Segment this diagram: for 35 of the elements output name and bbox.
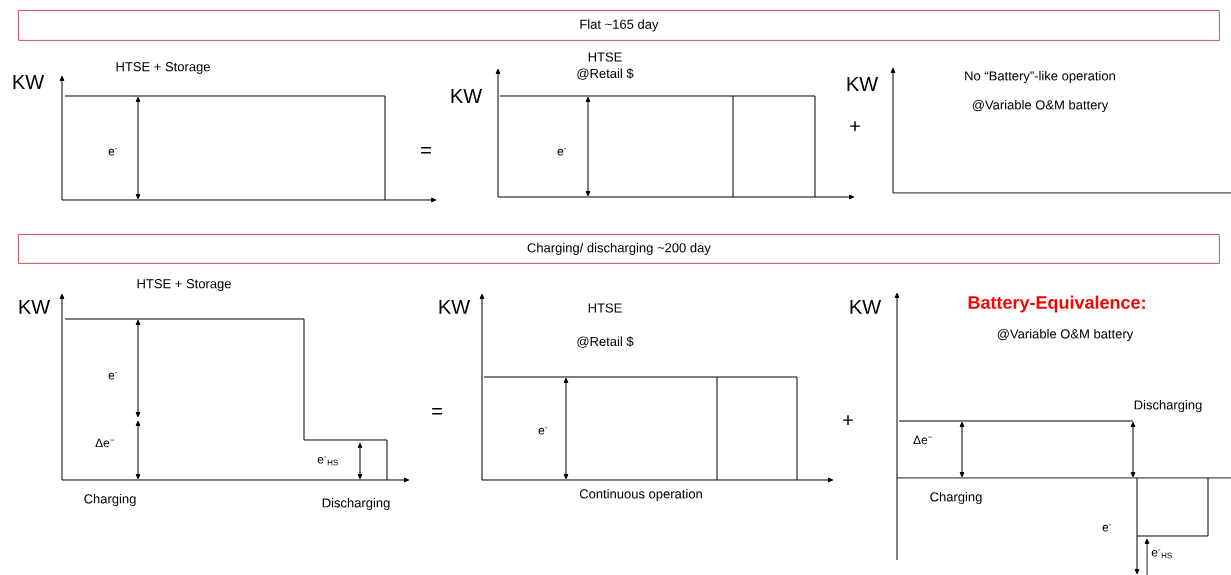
- chart-title: HTSE: [588, 303, 622, 313]
- equals-sign: =: [432, 408, 442, 415]
- value-label: e$^{-}$: [1102, 524, 1112, 532]
- chart-subtitle: @Retail $: [577, 336, 634, 348]
- phase-label: Discharging: [1134, 399, 1202, 413]
- chart-title: HTSE + Storage: [116, 62, 210, 74]
- value-label: e$^{-}$HS: [317, 456, 338, 466]
- axis-label: KW: [850, 300, 882, 314]
- chart-title: No “Battery”-like operation: [965, 70, 1115, 84]
- value-label: e$^{-}$HS: [1151, 549, 1172, 559]
- section-banner: Flat ~165 day: [18, 10, 1220, 41]
- section-banner: Charging/ discharging ~200 day: [18, 234, 1220, 264]
- equals-sign: =: [421, 147, 431, 154]
- phase-label: Charging: [930, 491, 982, 505]
- value-label: e$^{-}$: [538, 427, 548, 435]
- value-label: Δe$^{−}$: [95, 438, 115, 448]
- chart-subtitle: @Variable O&M battery: [997, 328, 1134, 342]
- chart-title: HTSE + Storage: [137, 279, 231, 291]
- axis-label: KW: [847, 77, 879, 91]
- chart-subtitle: @Variable O&M battery: [972, 99, 1109, 113]
- value-label: e$^{-}$: [108, 372, 118, 380]
- axis-label: KW: [19, 300, 51, 314]
- chart-subtitle: @Retail $: [577, 68, 634, 80]
- value-label: e$^{-}$: [557, 148, 567, 156]
- value-label: e$^{-}$: [108, 148, 118, 156]
- axis-label: KW: [451, 89, 483, 103]
- plus-sign: +: [850, 121, 860, 131]
- plus-sign: +: [843, 415, 853, 425]
- phase-label: Charging: [84, 493, 136, 507]
- value-label: Δe$^{−}$: [913, 435, 933, 445]
- phase-label: Continuous operation: [579, 488, 702, 502]
- axis-label: KW: [439, 300, 471, 314]
- chart-title: Battery-Equivalence:: [968, 295, 1145, 313]
- axis-label: KW: [13, 75, 45, 89]
- phase-label: Discharging: [322, 497, 390, 511]
